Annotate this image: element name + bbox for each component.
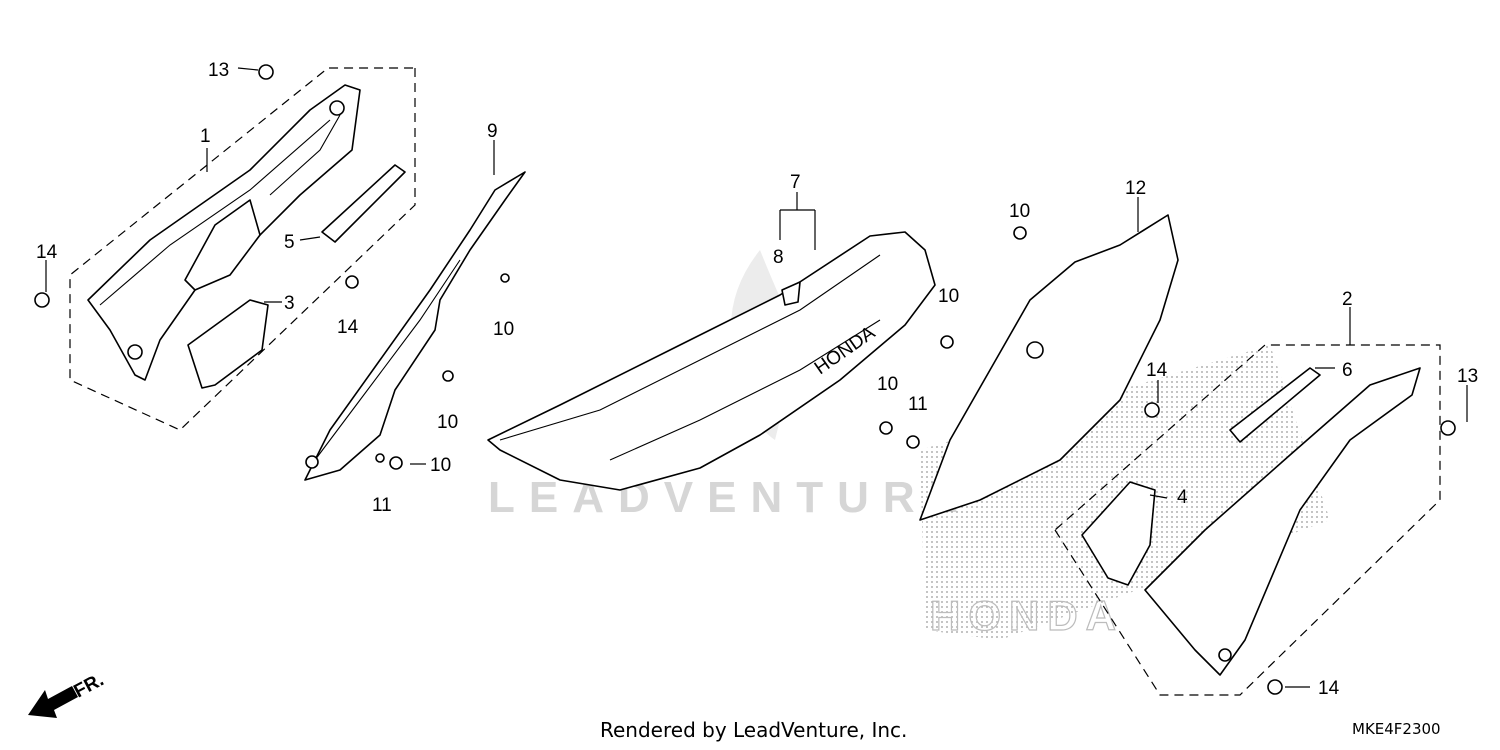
group-box-right [1054, 344, 1441, 696]
part-12-grommet [1026, 341, 1044, 359]
part-3-pad [187, 299, 269, 389]
diagram-code: MKE4F2300 [1352, 720, 1441, 738]
callout-5: 5 [284, 232, 295, 253]
front-direction-arrow-icon: FR. [28, 670, 107, 718]
part-7-seat: HONDA [487, 231, 936, 491]
honda-mark-text: HONDA [930, 592, 1124, 639]
part-6-strip [1229, 367, 1321, 443]
callout-10-a: 10 [493, 319, 514, 340]
callout-13-right: 13 [1457, 366, 1478, 387]
footer-credit: Rendered by LeadVenture, Inc. [600, 718, 908, 742]
callout-14-left: 14 [36, 242, 58, 263]
callout-10-e: 10 [877, 374, 898, 395]
callout-13-top-left: 13 [208, 60, 229, 81]
part-1-side-cover-left [87, 84, 361, 381]
callout-10-d: 10 [938, 286, 959, 307]
callout-10-f: 10 [1009, 201, 1030, 222]
part-9-inner-edge [314, 259, 461, 461]
part-8-tab [781, 281, 801, 306]
callout-4: 4 [1177, 487, 1188, 508]
callout-11-right: 11 [908, 394, 928, 415]
callout-10-b: 10 [437, 412, 458, 433]
callout-6: 6 [1342, 360, 1353, 381]
fasteners [34, 64, 1456, 695]
callout-1: 1 [200, 126, 211, 147]
callout-2: 2 [1342, 289, 1353, 310]
part-12-side-cover [919, 214, 1179, 521]
callout-10-c: 10 [430, 455, 451, 476]
callout-14-bottom: 14 [1318, 678, 1340, 699]
callout-14-right-mid: 14 [1146, 360, 1168, 381]
callout-8: 8 [773, 247, 784, 268]
part-5-strip [321, 164, 406, 243]
part-4-pad [1081, 481, 1156, 586]
group-box-left [69, 67, 416, 431]
part-2-side-cover [1144, 367, 1421, 676]
callout-12: 12 [1125, 178, 1146, 199]
callout-11-left: 11 [372, 495, 392, 516]
callout-9: 9 [487, 121, 498, 142]
leader-lines [45, 67, 1468, 688]
part-9-grommet [305, 455, 319, 469]
callout-3: 3 [284, 293, 295, 314]
callout-14-mid: 14 [337, 317, 359, 338]
part-2-grommet [1218, 648, 1232, 662]
callout-7: 7 [790, 172, 801, 193]
